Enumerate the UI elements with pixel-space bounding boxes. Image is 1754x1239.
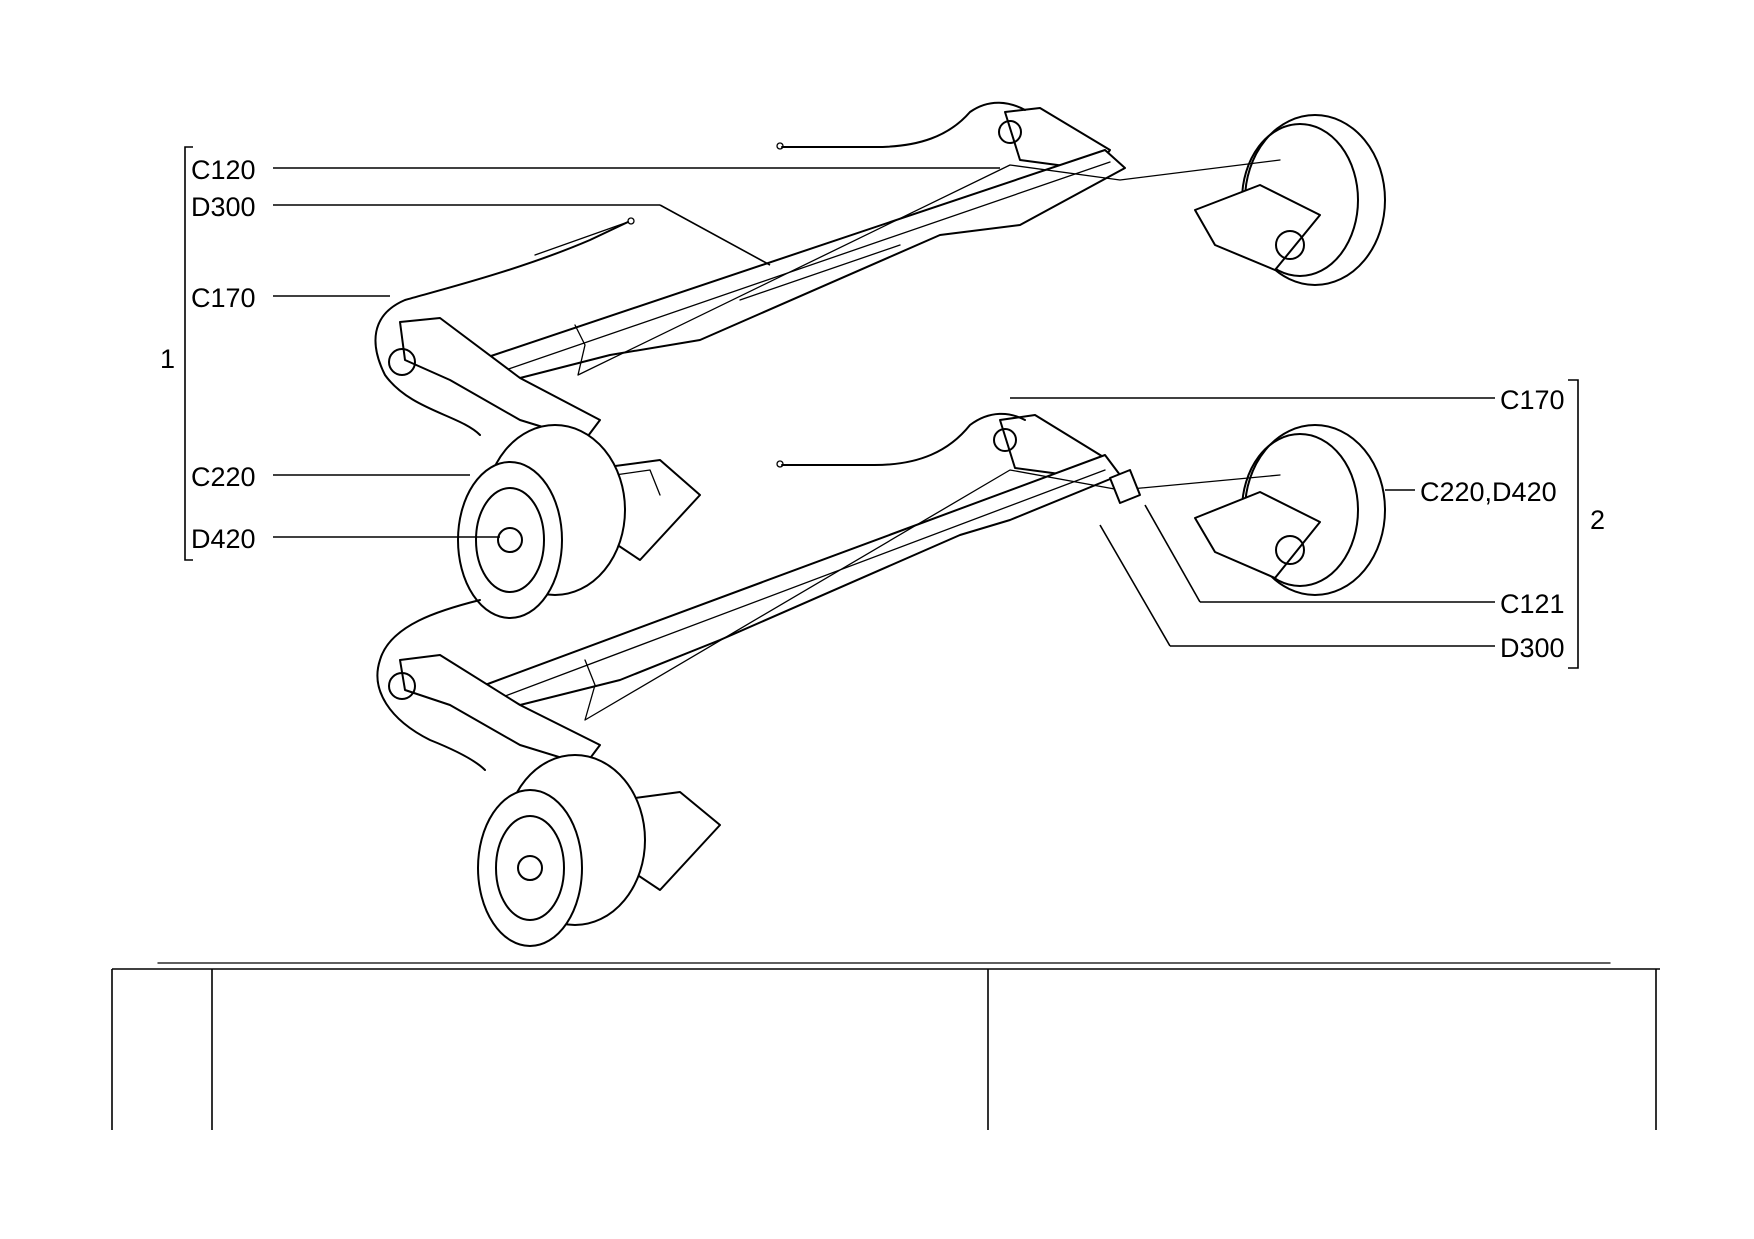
group-number-2: 2 xyxy=(1590,505,1605,535)
label-d420-group1: D420 xyxy=(191,524,256,554)
label-c220-group1: C220 xyxy=(191,462,256,492)
title-block-grid xyxy=(111,962,1660,1130)
label-c170-group1: C170 xyxy=(191,283,256,313)
leaders-group-1 xyxy=(184,146,1000,561)
label-c121-group2: C121 xyxy=(1500,589,1565,619)
label-c170-group2: C170 xyxy=(1500,385,1565,415)
axle-assembly-1 xyxy=(374,101,1386,619)
group-number-1: 1 xyxy=(160,344,175,374)
leaders-group-2 xyxy=(1010,379,1579,669)
label-d300-group1: D300 xyxy=(191,192,256,222)
label-c220-d420-group2: C220,D420 xyxy=(1420,477,1557,507)
label-c120-group1: C120 xyxy=(191,155,256,185)
axle-assembly-2 xyxy=(376,412,1386,947)
label-d300-group2: D300 xyxy=(1500,633,1565,663)
